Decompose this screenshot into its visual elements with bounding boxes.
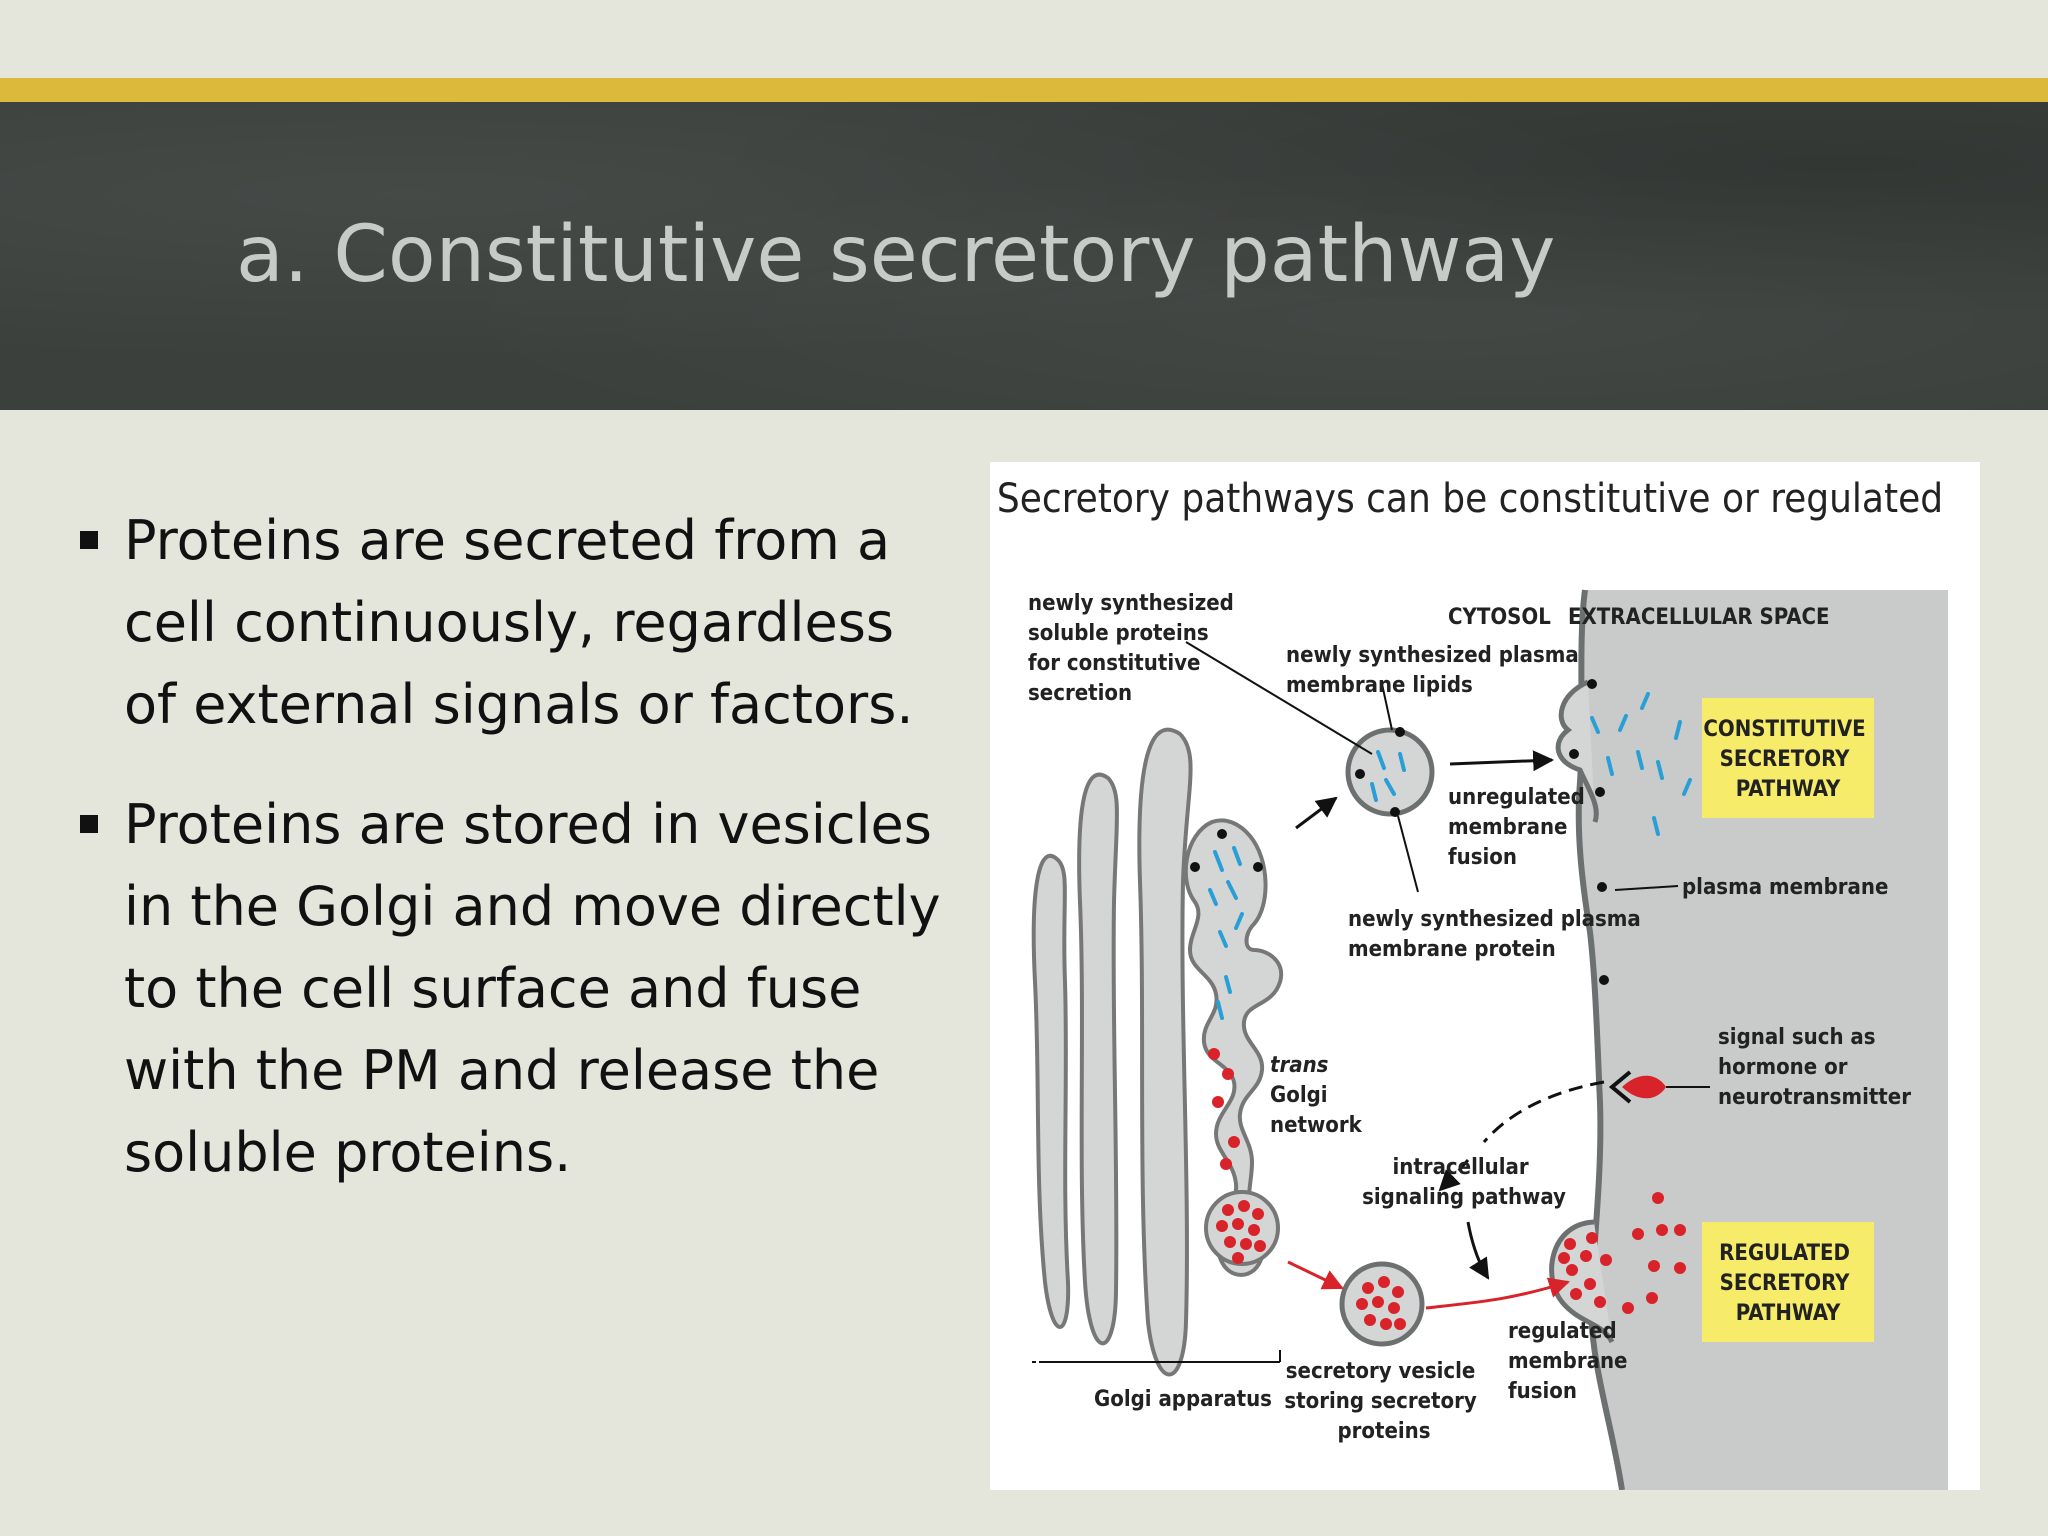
leader-line xyxy=(1614,885,1679,891)
label-pm-protein: newly synthesized plasma membrane protei… xyxy=(1348,907,1648,962)
square-bullet-icon xyxy=(80,531,98,549)
membrane-protein-dot xyxy=(1587,679,1597,689)
receptor-icon xyxy=(1608,1070,1632,1104)
label-secretory-vesicle: secretory vesicle storing secretory prot… xyxy=(1284,1359,1483,1444)
hormone-signal-icon xyxy=(1622,1075,1666,1099)
membrane-protein-dot xyxy=(1599,975,1609,985)
square-bullet-icon xyxy=(80,815,98,833)
arrow-regulated-fusion xyxy=(1425,1277,1571,1310)
secreted-proteins-regulated xyxy=(1558,1192,1686,1314)
secretory-proteins-tgn xyxy=(1208,1048,1240,1170)
leader-line xyxy=(1185,641,1373,755)
arrow-tgn-to-secretory-vesicle xyxy=(1287,1260,1344,1290)
label-plasma-membrane: plasma membrane xyxy=(1682,875,1888,900)
constitutive-pathway-box xyxy=(1702,698,1874,818)
secreted-soluble-proteins xyxy=(1590,692,1692,836)
arrow-vesicle-to-membrane xyxy=(1449,750,1555,772)
membrane-protein-dot xyxy=(1253,862,1263,872)
membrane-protein-dot xyxy=(1595,787,1605,797)
leader-line xyxy=(1381,683,1393,731)
arrow-signaling-to-fusion xyxy=(1438,1159,1470,1192)
label-signal: signal such as hormone or neurotransmitt… xyxy=(1718,1025,1911,1110)
label-golgi-apparatus: Golgi apparatus xyxy=(1094,1387,1272,1412)
accent-bar xyxy=(0,78,2048,102)
membrane-protein-dot xyxy=(1597,882,1607,892)
secretory-pathway-figure: Secretory pathways can be constitutive o… xyxy=(990,462,1980,1490)
bullet-item: Proteins are stored in vesicles in the G… xyxy=(72,784,952,1194)
label-trans-golgi-network: trans Golgi network xyxy=(1270,1053,1363,1138)
label-constitutive-pathway: CONSTITUTIVE SECRETORY PATHWAY xyxy=(1703,717,1872,802)
bullet-text: Proteins are secreted from a cell contin… xyxy=(124,509,914,736)
regulated-pathway-box xyxy=(1702,1222,1874,1342)
bullet-list: Proteins are secreted from a cell contin… xyxy=(72,500,952,1232)
label-pm-lipids: newly synthesized plasma membrane lipids xyxy=(1286,643,1586,698)
membrane-protein-dot xyxy=(1355,769,1365,779)
soluble-proteins-tgn xyxy=(1208,846,1244,1020)
label-regulated-pathway: REGULATED SECRETORY PATHWAY xyxy=(1719,1241,1857,1326)
label-extracellular-space: EXTRACELLULAR SPACE xyxy=(1568,605,1830,630)
label-newly-synth-soluble: newly synthesized soluble proteins for c… xyxy=(1028,591,1241,706)
label-cytosol: CYTOSOL xyxy=(1448,605,1551,630)
figure-title: Secretory pathways can be constitutive o… xyxy=(997,476,1943,522)
membrane-protein-dot xyxy=(1390,807,1400,817)
membrane-protein-dot xyxy=(1217,829,1227,839)
title-band xyxy=(0,102,2048,410)
membrane-protein-dot xyxy=(1190,862,1200,872)
bullet-text: Proteins are stored in vesicles in the G… xyxy=(124,793,941,1184)
golgi-cisterna xyxy=(1031,853,1071,1329)
slide-title: a. Constitutive secretory pathway xyxy=(236,210,1556,300)
bullet-item: Proteins are secreted from a cell contin… xyxy=(72,500,952,746)
membrane-protein-dot xyxy=(1569,749,1579,759)
arrow-signaling-pathway xyxy=(1482,1080,1605,1143)
label-intracellular-signaling: intracellular signaling pathway xyxy=(1362,1155,1566,1210)
golgi-cisterna xyxy=(1077,772,1119,1346)
membrane-protein-dot xyxy=(1395,727,1405,737)
arrow-pathway-to-fusion xyxy=(1466,1221,1490,1280)
secretory-proteins-vesicle xyxy=(1356,1276,1406,1330)
soluble-proteins-vesicle xyxy=(1370,750,1406,802)
arrow-tgn-to-vesicle xyxy=(1295,796,1338,830)
secretory-proteins-cluster xyxy=(1216,1200,1266,1264)
top-strip xyxy=(0,0,2048,78)
golgi-cisterna xyxy=(1137,727,1193,1377)
leader-line xyxy=(1397,815,1419,893)
constitutive-vesicle xyxy=(1345,727,1435,817)
label-regulated-fusion: regulated membrane fusion xyxy=(1508,1319,1634,1404)
regulated-fusion-pocket xyxy=(1549,1219,1615,1344)
label-unregulated-fusion: unregulated membrane fusion xyxy=(1448,785,1592,870)
